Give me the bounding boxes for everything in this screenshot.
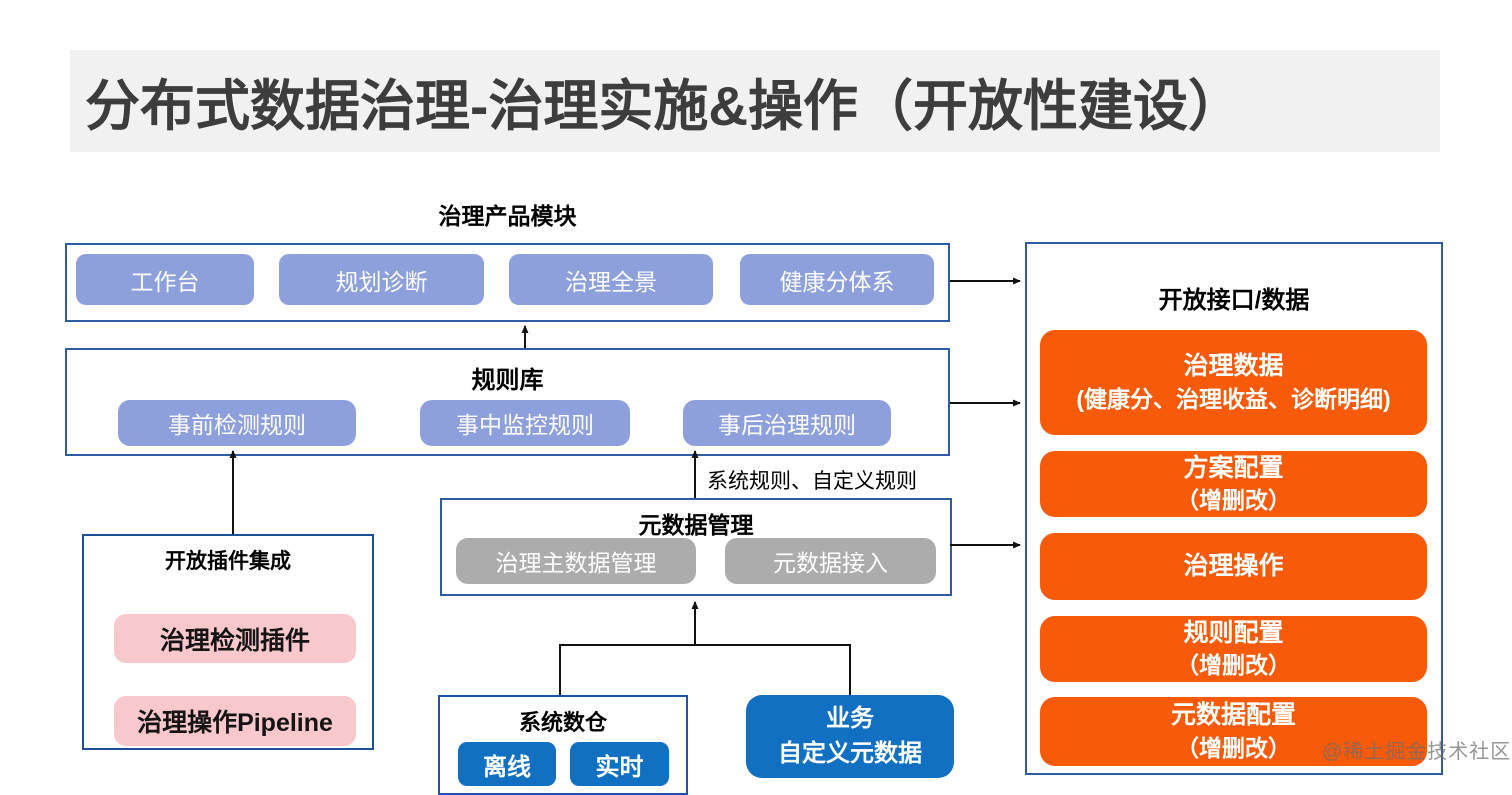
module-workbench-label: 工作台	[130, 268, 200, 295]
open-api-rule-config: 规则配置 （增删改）	[1040, 616, 1427, 682]
open-api-scheme-config: 方案配置 （增删改）	[1040, 451, 1427, 517]
module-governance-panorama-label: 治理全景	[565, 268, 657, 295]
module-health-score-system-label: 健康分体系	[779, 268, 895, 295]
open-api-governance-data: 治理数据 (健康分、治理收益、诊断明细)	[1040, 330, 1427, 435]
governance-detection-plugin: 治理检测插件	[114, 614, 356, 663]
title-band: 分布式数据治理-治理实施&操作（开放性建设）	[70, 50, 1440, 152]
open-api-title: 开放接口/数据	[1158, 287, 1310, 314]
module-governance-panorama: 治理全景	[509, 254, 713, 305]
business-custom-metadata: 业务 自定义元数据	[746, 695, 954, 778]
governance-operation-pipeline: 治理操作Pipeline	[114, 696, 356, 746]
module-planning-diagnosis-label: 规划诊断	[335, 268, 428, 295]
page-title: 分布式数据治理-治理实施&操作（开放性建设）	[85, 75, 1244, 137]
open-api-governance-data-line1: 治理数据	[1183, 352, 1284, 381]
warehouse-realtime: 实时	[570, 742, 669, 786]
warehouse-offline-label: 离线	[483, 753, 531, 781]
open-api-rule-config-line2: （增删改）	[1176, 652, 1291, 679]
governance-master-data-mgmt: 治理主数据管理	[456, 538, 696, 584]
warehouse-offline: 离线	[458, 742, 556, 786]
business-custom-metadata-line1: 业务	[826, 704, 874, 732]
open-api-scheme-config-line2: （增删改）	[1176, 487, 1291, 514]
system-warehouse-title: 系统数仓	[518, 710, 607, 735]
open-api-scheme-config-line1: 方案配置	[1183, 453, 1284, 482]
governance-master-data-mgmt-label: 治理主数据管理	[495, 550, 657, 576]
open-api-governance-operation-line1: 治理操作	[1183, 551, 1284, 580]
rule-pre-detection-label: 事前检测规则	[168, 412, 306, 438]
business-custom-metadata-line2: 自定义元数据	[778, 739, 922, 767]
rule-post-governance-label: 事后治理规则	[718, 412, 856, 438]
open-api-metadata-config-line1: 元数据配置	[1170, 701, 1296, 730]
open-api-governance-data-line2: (健康分、治理收益、诊断明细)	[1076, 385, 1391, 412]
plugin-integration-title: 开放插件集成	[165, 550, 291, 573]
rule-in-process-monitoring: 事中监控规则	[420, 400, 630, 446]
rule-in-process-monitoring-label: 事中监控规则	[456, 412, 594, 438]
open-api-metadata-config: 元数据配置 （增删改）	[1040, 697, 1427, 766]
module-workbench: 工作台	[76, 254, 254, 305]
module-planning-diagnosis: 规划诊断	[279, 254, 484, 305]
rule-library-title: 规则库	[471, 367, 544, 394]
governance-detection-plugin-label: 治理检测插件	[159, 626, 310, 655]
rule-pre-detection: 事前检测规则	[118, 400, 356, 446]
metadata-mgmt-title: 元数据管理	[638, 512, 754, 538]
module-health-score-system: 健康分体系	[740, 254, 934, 305]
open-api-metadata-config-line2: （增删改）	[1176, 734, 1291, 761]
product-modules-label: 治理产品模块	[438, 203, 577, 229]
open-api-rule-config-line1: 规则配置	[1183, 618, 1284, 647]
rule-types-note: 系统规则、自定义规则	[707, 470, 917, 493]
rule-post-governance: 事后治理规则	[683, 400, 891, 446]
metadata-access-label: 元数据接入	[773, 550, 888, 576]
governance-operation-pipeline-label: 治理操作Pipeline	[137, 709, 333, 737]
open-api-governance-operation: 治理操作	[1040, 533, 1427, 600]
warehouse-realtime-label: 实时	[595, 753, 644, 781]
metadata-access: 元数据接入	[725, 538, 936, 584]
watermark: @稀土掘金技术社区	[1322, 741, 1512, 763]
